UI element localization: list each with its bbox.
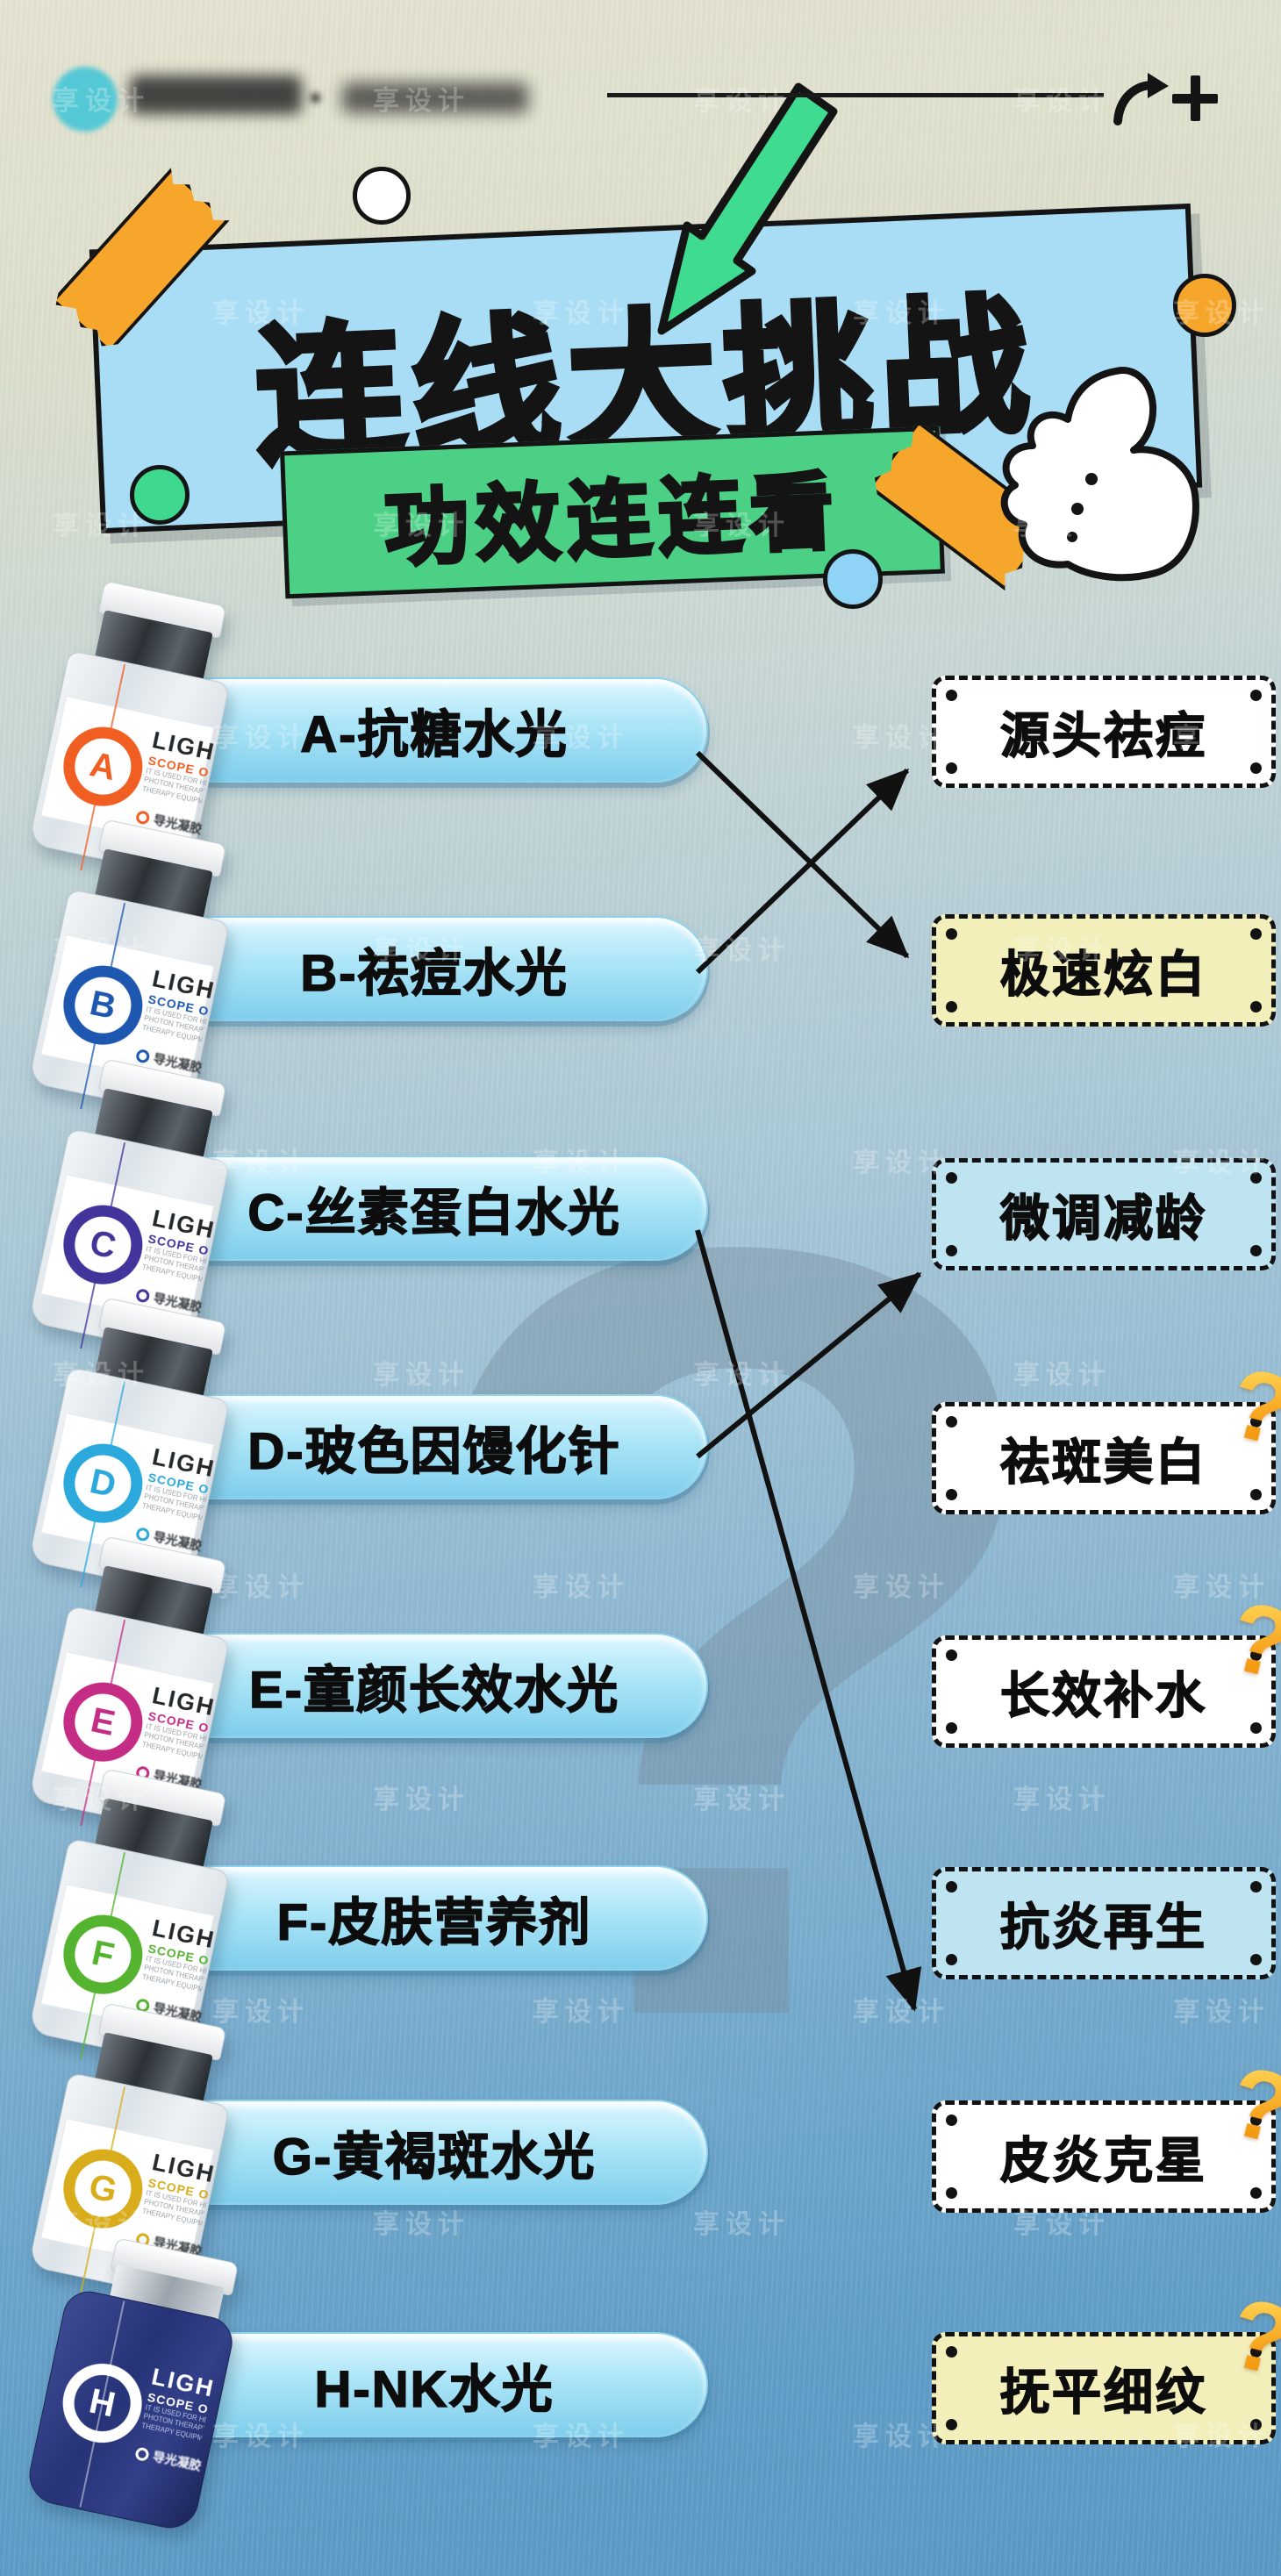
vial-letter-badge: C [55, 1198, 150, 1292]
label-dot-icon [134, 2445, 151, 2462]
plus-icon[interactable] [1170, 74, 1220, 123]
label-dot-icon [134, 1287, 151, 1304]
label-dot-icon [134, 1048, 151, 1064]
product-row-e: E LIGHT SCOPE OF IT IS USED FOR HEAT PHO… [0, 1535, 1281, 1834]
product-row-g: G LIGHT SCOPE OF IT IS USED FOR HEAT PHO… [0, 2002, 1281, 2301]
product-row-a: A LIGHT SCOPE OF IT IS USED FOR HEAT PHO… [0, 580, 1281, 878]
white-circle-decoration [353, 167, 411, 225]
product-pill-c[interactable]: C-丝素蛋白水光 [161, 1156, 708, 1261]
product-pill-e[interactable]: E-童颜长效水光 [161, 1633, 708, 1738]
product-pill-d[interactable]: D-玻色因馒化针 [161, 1394, 708, 1499]
label-dot-icon [134, 809, 151, 826]
header-divider-line [607, 93, 1104, 97]
avatar[interactable] [53, 67, 118, 132]
effect-box-5[interactable]: 长效补水 ? [932, 1580, 1281, 1748]
vial-letter-badge: G [55, 2142, 150, 2236]
blue-circle-decoration [823, 549, 883, 609]
green-arrow-icon [657, 82, 838, 335]
vial-letter-badge: E [55, 1675, 150, 1769]
product-pill-f[interactable]: F-皮肤营养剂 [161, 1865, 708, 1971]
vial-letter-badge: D [55, 1436, 150, 1530]
share-forward-icon[interactable] [1111, 70, 1170, 126]
product-row-d: D LIGHT SCOPE OF IT IS USED FOR HEAT PHO… [0, 1297, 1281, 1595]
product-pill-h[interactable]: H-NK水光 [161, 2332, 708, 2437]
effect-box-4[interactable]: 祛斑美白 ? [932, 1347, 1281, 1514]
thumbs-up-hand-icon [1000, 367, 1199, 582]
blurred-subtitle [342, 82, 528, 113]
product-row-h: H LIGHT SCOPE OF IT IS USED FOR HEAT PHO… [0, 2237, 1281, 2534]
vial-letter-badge: H [55, 2356, 150, 2451]
blurred-username [130, 75, 302, 114]
effect-box-8[interactable]: 抚平细纹 ? [932, 2277, 1281, 2444]
label-dot-icon [134, 1526, 151, 1542]
product-row-f: F LIGHT SCOPE OF IT IS USED FOR HEAT PHO… [0, 1768, 1281, 2066]
product-row-c: C LIGHT SCOPE OF IT IS USED FOR HEAT PHO… [0, 1058, 1281, 1356]
product-pill-g[interactable]: G-黄褐斑水光 [161, 2100, 708, 2205]
effect-box-1[interactable]: 源头祛痘 ? [932, 676, 1276, 788]
effect-box-6[interactable]: 抗炎再生 ? [932, 1867, 1276, 1979]
vial-body: H LIGHT SCOPE OF IT IS USED FOR HEAT PHO… [24, 2286, 238, 2534]
product-pill-a[interactable]: A-抗糖水光 [161, 677, 708, 783]
blurred-separator-dot [311, 93, 320, 103]
vial-letter-badge: F [55, 1907, 150, 2001]
green-circle-decoration [130, 465, 190, 525]
orange-circle-decoration [1173, 274, 1236, 337]
effect-box-3[interactable]: 微调减龄 ? [932, 1158, 1276, 1270]
subtitle: 功效连连看 [381, 463, 844, 578]
effect-box-2[interactable]: 极速炫白 ? [932, 914, 1276, 1027]
vial-letter-badge: A [55, 719, 150, 813]
effect-box-7[interactable]: 皮炎克星 ? [932, 2045, 1281, 2213]
vial-label: H LIGHT SCOPE OF IT IS USED FOR HEAT PHO… [41, 2334, 221, 2485]
post-header [0, 0, 1281, 158]
vial-cn-text: 导光凝胶 [151, 2449, 203, 2473]
vial-h: H LIGHT SCOPE OF IT IS USED FOR HEAT PHO… [0, 2225, 271, 2541]
vial-letter-badge: B [55, 958, 150, 1052]
